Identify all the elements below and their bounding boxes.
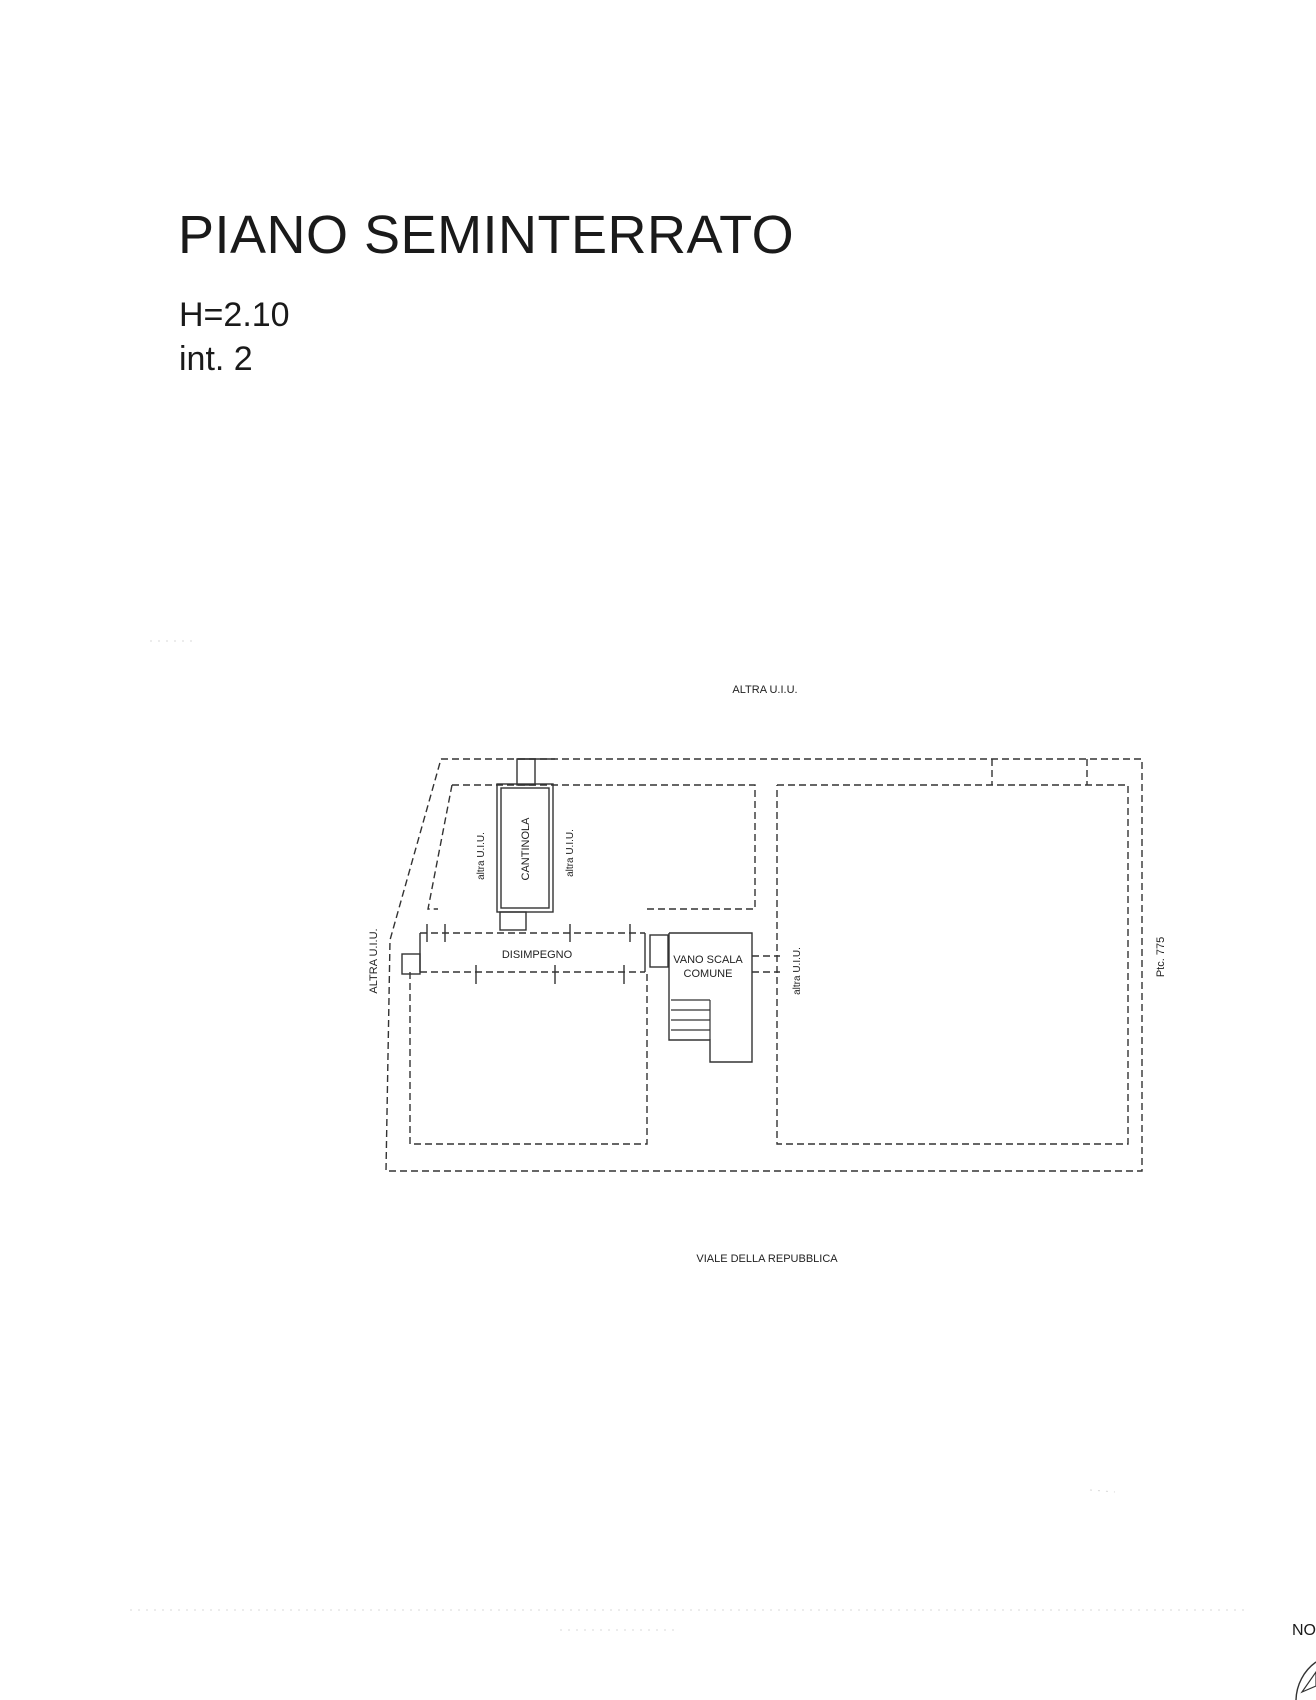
compass-label: NO [1292, 1622, 1316, 1639]
stair-right-label: altra U.I.U. [792, 947, 803, 995]
height-label: H=2.10 [179, 296, 290, 334]
stair-label-line2: COMUNE [684, 968, 733, 980]
cellar-left-label: altra U.I.U. [476, 832, 487, 880]
parcel-label: Ptc. 775 [1155, 937, 1167, 977]
left-neighbor-label: ALTRA U.I.U. [368, 928, 380, 993]
street-label: VIALE DELLA REPUBBLICA [696, 1253, 838, 1265]
corridor-label: DISIMPEGNO [502, 949, 573, 961]
top-left-unit [427, 784, 756, 910]
right-unit [776, 759, 1129, 1145]
stair-well [668, 932, 780, 1063]
page-title: PIANO SEMINTERRATO [178, 205, 795, 265]
outer-perimeter [385, 758, 1143, 1172]
compass-icon [1295, 1661, 1316, 1700]
scan-noise [130, 640, 1250, 1631]
unit-label: int. 2 [179, 340, 253, 378]
cellar-right-label: altra U.I.U. [565, 829, 576, 877]
stair-label-line1: VANO SCALA [673, 954, 743, 966]
cellar-room [496, 758, 554, 931]
cellar-label: CANTINOLA [520, 817, 532, 881]
lower-left-room [409, 972, 648, 1145]
top-neighbor-label: ALTRA U.I.U. [732, 684, 797, 696]
corridor [401, 924, 669, 984]
